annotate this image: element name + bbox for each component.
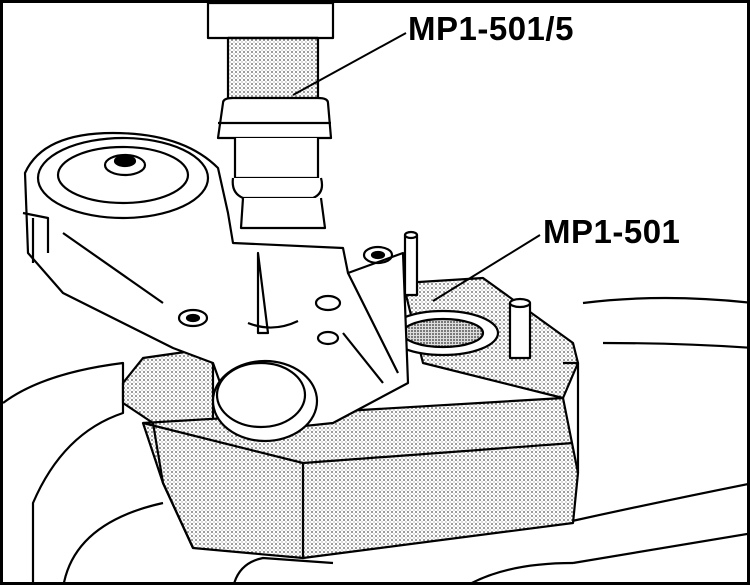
press-tool-illustration	[3, 3, 747, 582]
mount-bushing	[211, 359, 319, 443]
locating-pin	[403, 230, 532, 360]
press-bed	[3, 296, 747, 582]
callout-leaders	[292, 32, 541, 302]
callout-fixture-label: MP1-501	[543, 213, 681, 250]
leader-line-adapter	[292, 32, 407, 96]
engine-mount-bracket	[22, 131, 410, 435]
press-adapter-tool	[206, 3, 335, 230]
callout-adapter-label: MP1-501/5	[408, 10, 574, 47]
leader-line-fixture	[432, 234, 541, 302]
